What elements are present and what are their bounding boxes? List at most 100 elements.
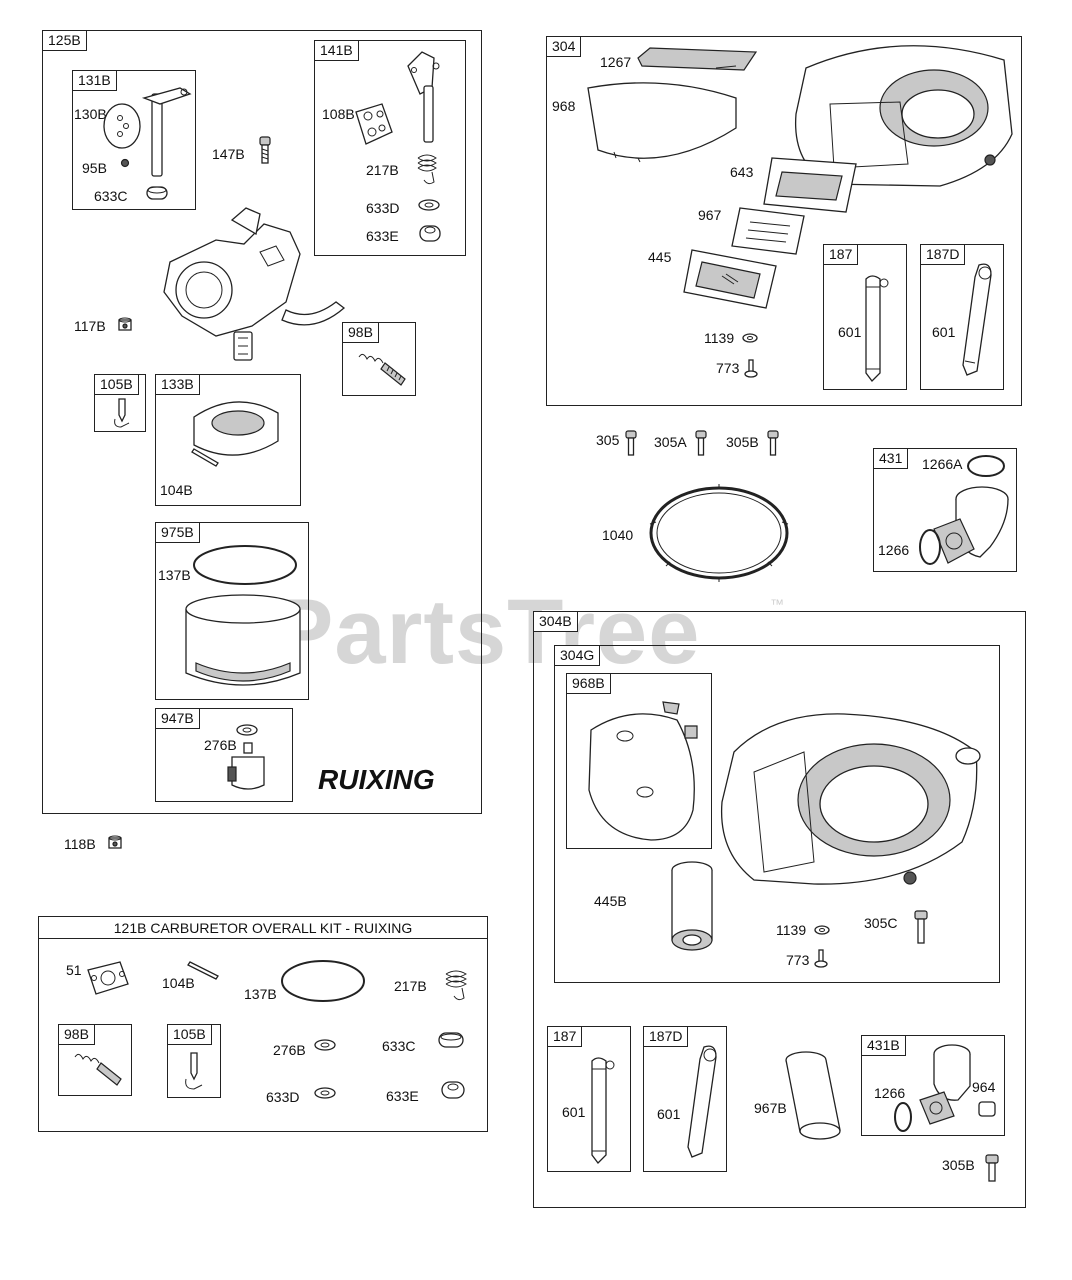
kit-label-276B: 276B: [273, 1042, 306, 1058]
group-975B: 975B: [155, 522, 309, 700]
label-967B: 967B: [754, 1100, 787, 1116]
label-118B: 118B: [64, 836, 96, 852]
blower-housing-304-icon: [790, 44, 1014, 192]
label-1040: 1040: [602, 527, 634, 543]
screw-305-icon: [624, 430, 638, 456]
label-773b: 773: [786, 952, 810, 968]
label-117B: 117B: [74, 318, 106, 334]
air-cleaner-cover-968-icon: [584, 78, 740, 163]
group-125B: 125B: [42, 30, 482, 814]
group-187: 187: [823, 244, 907, 390]
group-131B-tag: 131B: [72, 70, 117, 91]
kit-spring-icon: [440, 966, 472, 1002]
label-305C: 305C: [864, 915, 898, 931]
filter-445-icon: [682, 246, 778, 312]
screw-305B-icon: [766, 430, 780, 456]
label-445: 445: [648, 249, 672, 265]
label-601c: 601: [562, 1104, 586, 1120]
spring-217B-icon: [412, 150, 442, 186]
needle-valve-icon: [111, 397, 133, 429]
o-ring-icon: [192, 543, 298, 587]
label-633E: 633E: [366, 228, 399, 244]
label-601a: 601: [838, 324, 862, 340]
kit-label-137B: 137B: [244, 986, 277, 1002]
label-633C: 633C: [94, 188, 128, 204]
idle-screw-icon: [355, 349, 411, 391]
washer-276B-icon: [236, 723, 258, 737]
plug-773b-icon: [814, 948, 828, 968]
group-431B-tag: 431B: [861, 1035, 906, 1056]
group-431B: 431B: [861, 1035, 1005, 1136]
group-431: 431: [873, 448, 1017, 572]
kit-seal-633E-icon: [440, 1078, 466, 1102]
label-773: 773: [716, 360, 740, 376]
filter-445B-icon: [666, 860, 718, 954]
label-633D: 633D: [366, 200, 400, 216]
label-967: 967: [698, 207, 722, 223]
choke-shaft-icon: [400, 48, 446, 144]
breather-tube-icon: [858, 273, 894, 385]
kit-washer-276B-icon: [314, 1038, 336, 1052]
label-108B: 108B: [322, 106, 355, 122]
label-305: 305: [596, 432, 620, 448]
group-105B-tag: 105B: [94, 374, 139, 395]
group-133B-tag: 133B: [155, 374, 200, 395]
group-187-tag: 187: [823, 244, 859, 265]
label-276B: 276B: [204, 737, 237, 753]
group-947B-tag: 947B: [155, 708, 200, 729]
label-1267: 1267: [600, 54, 632, 70]
cover-968B-icon: [581, 700, 701, 844]
float-pin-icon: [191, 445, 222, 467]
label-104B: 104B: [160, 482, 193, 498]
jet-118B-icon: [106, 834, 124, 852]
screw-305Bb-icon: [984, 1154, 1000, 1182]
washer-633D-icon: [418, 198, 440, 212]
pre-cleaner-967-icon: [730, 206, 806, 256]
plug-773-icon: [744, 358, 758, 378]
label-601b: 601: [932, 324, 956, 340]
screw-305C-icon: [912, 910, 930, 944]
retainer-1040-icon: [646, 482, 792, 584]
kit-label-633D: 633D: [266, 1089, 300, 1105]
solenoid-icon: [226, 741, 270, 793]
screw-305A-icon: [694, 430, 708, 456]
group-141B: 141B: [314, 40, 466, 256]
group-431-tag: 431: [873, 448, 909, 469]
o-ring-1266-icon: [916, 527, 944, 567]
label-217B: 217B: [366, 162, 399, 178]
kit-label-633C: 633C: [382, 1038, 416, 1054]
group-968B-tag: 968B: [566, 673, 611, 694]
label-1139b: 1139: [776, 922, 807, 938]
brand-label: RUIXING: [318, 764, 435, 795]
elbow-431B-icon: [906, 1042, 976, 1128]
kit-pin-icon: [187, 958, 222, 980]
watermark: PartsTree: [272, 581, 701, 683]
label-305A: 305A: [654, 434, 687, 450]
kit-group-105B: 105B: [167, 1024, 221, 1098]
kit-label-104B: 104B: [162, 975, 195, 991]
label-1266: 1266: [878, 542, 910, 558]
gasket-51-icon: [84, 960, 130, 996]
group-105B: 105B: [94, 374, 146, 432]
label-445B: 445B: [594, 893, 627, 909]
washer-1139-icon: [742, 332, 758, 344]
watermark-trademark: ™: [770, 596, 784, 612]
kit-group-105B-tag: 105B: [167, 1024, 212, 1045]
group-947B: 947B: [155, 708, 293, 802]
breather-tube-187D-b-icon: [682, 1043, 722, 1167]
seal-633C-icon: [146, 184, 168, 202]
label-95B: 95B: [82, 160, 107, 176]
group-131B: 131B: [72, 70, 196, 210]
group-98B: 98B: [342, 322, 416, 396]
group-304B: 304B: [533, 611, 1026, 1208]
kit-needle-valve-icon: [182, 1051, 206, 1091]
group-187D-b: 187D: [643, 1026, 727, 1172]
label-601d: 601: [657, 1106, 681, 1122]
screw-147B-icon: [258, 136, 272, 164]
carburetor-body-icon: [160, 206, 350, 366]
group-187D-tag: 187D: [920, 244, 966, 265]
breather-tube-b-icon: [584, 1055, 620, 1167]
label-1139: 1139: [704, 330, 735, 346]
group-187-b: 187: [547, 1026, 631, 1172]
group-98B-tag: 98B: [342, 322, 379, 343]
